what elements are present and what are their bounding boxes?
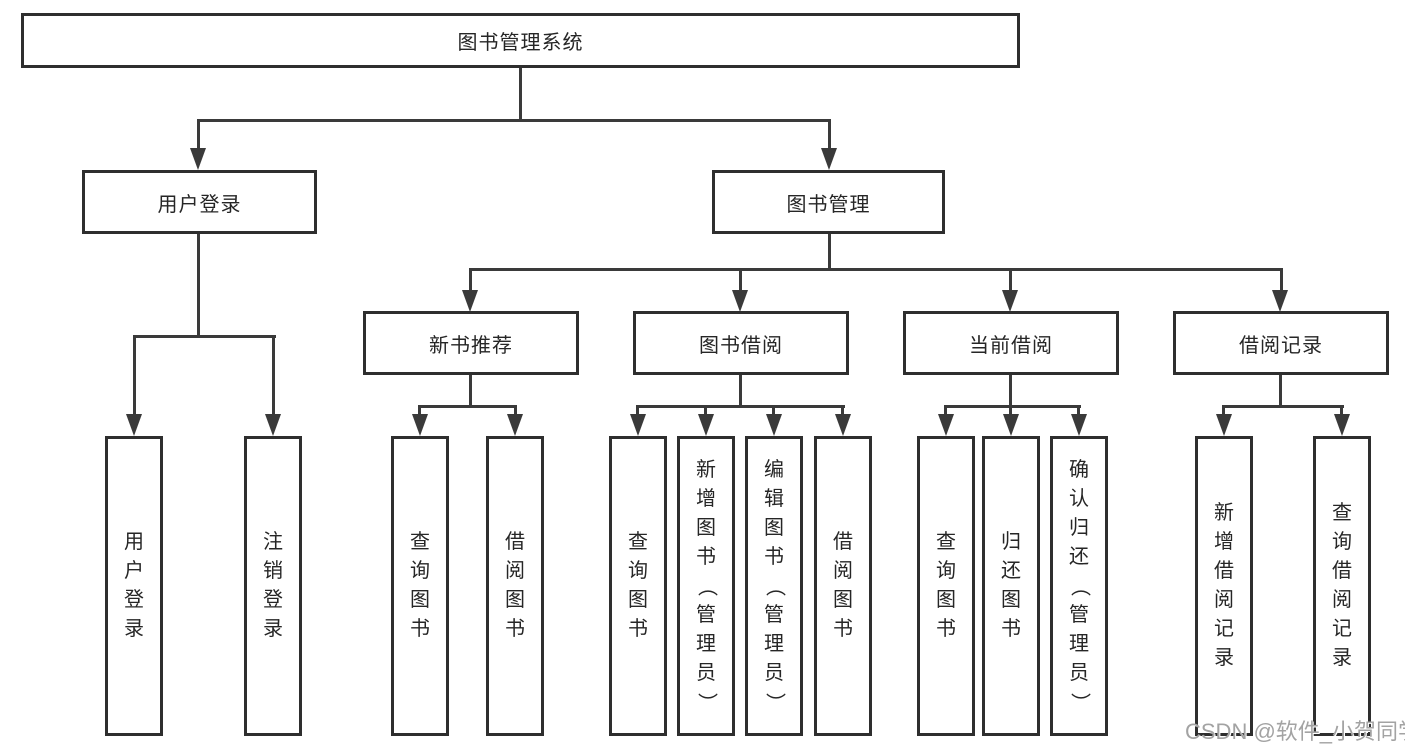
connector-root-stem (519, 68, 522, 121)
user-login-node-label: 用户登录 (157, 193, 242, 216)
leaf-label: 查询借阅记录 (1332, 502, 1352, 669)
leaf-node-add-book-admin: 新增图书（管理员） (677, 436, 735, 736)
group-node-label: 借阅记录 (1239, 334, 1323, 357)
connector-user-login-shaft (197, 119, 200, 152)
connector-group1-shaft (469, 268, 472, 294)
connector-group3-hline (945, 405, 1081, 408)
root-node-label: 图书管理系统 (457, 32, 584, 54)
leaf-label: 新增图书（管理员） (695, 458, 718, 713)
connector-group4-hline (1223, 405, 1344, 408)
group-node-label: 新书推荐 (429, 334, 513, 357)
leaf-label: 编辑图书（管理员） (763, 458, 786, 713)
connector-book-branch-stem (828, 234, 831, 271)
leaf-node-return-book: 归还图书 (982, 436, 1040, 736)
new-book-recommend-node: 新书推荐 (363, 311, 579, 375)
connector-leaf-shaft (636, 405, 639, 418)
arrowhead-down-icon (698, 414, 714, 436)
csdn-watermark: CSDN @软件_小贺同学 (1185, 719, 1405, 744)
arrowhead-down-icon (507, 414, 523, 436)
connector-leaf-shaft (944, 405, 947, 418)
arrowhead-down-icon (821, 148, 837, 170)
book-borrow-node: 图书借阅 (633, 311, 849, 375)
connector-leaf-shaft (1009, 405, 1012, 418)
connector-leaf-shaft (841, 405, 844, 418)
connector-group2-hline (637, 405, 845, 408)
arrowhead-down-icon (732, 290, 748, 312)
arrowhead-down-icon (462, 290, 478, 312)
connector-group2-stem (739, 375, 742, 408)
book-management-node: 图书管理 (712, 170, 945, 234)
arrowhead-down-icon (1071, 414, 1087, 436)
current-borrow-node: 当前借阅 (903, 311, 1119, 375)
leaf-node-query-book: 查询图书 (609, 436, 667, 736)
leaf-label: 借阅图书 (833, 531, 853, 640)
leaf-node-query-book: 查询图书 (917, 436, 975, 736)
leaf-label: 查询图书 (628, 531, 648, 640)
arrowhead-down-icon (1272, 290, 1288, 312)
arrowhead-down-icon (630, 414, 646, 436)
book-management-node-label: 图书管理 (786, 193, 871, 216)
connector-book-mgmt-shaft (828, 119, 831, 152)
arrowhead-down-icon (766, 414, 782, 436)
leaf-label: 查询图书 (410, 531, 430, 640)
arrowhead-down-icon (835, 414, 851, 436)
leaf-node-add-borrow-record: 新增借阅记录 (1195, 436, 1253, 736)
leaf-node-query-borrow-record: 查询借阅记录 (1313, 436, 1371, 736)
connector-leaf-shaft (1077, 405, 1080, 418)
connector-leaf-shaft (514, 405, 517, 418)
connector-leaf-shaft (772, 405, 775, 418)
arrowhead-down-icon (1002, 290, 1018, 312)
connector-user-branch-hline (133, 335, 276, 338)
connector-leaf-shaft (1222, 405, 1225, 418)
leaf-label: 注销登录 (263, 531, 283, 640)
arrowhead-down-icon (265, 414, 281, 436)
leaf-node-confirm-return-admin: 确认归还（管理员） (1050, 436, 1108, 736)
leaf-label: 新增借阅记录 (1214, 502, 1234, 669)
leaf-node-logout: 注销登录 (244, 436, 302, 736)
root-node: 图书管理系统 (21, 13, 1020, 68)
connector-group1-hline (419, 405, 517, 408)
leaf-node-query-book: 查询图书 (391, 436, 449, 736)
leaf-node-borrow-book: 借阅图书 (814, 436, 872, 736)
group-node-label: 当前借阅 (969, 334, 1053, 357)
leaf-label: 确认归还（管理员） (1068, 458, 1091, 713)
leaf-node-borrow-book: 借阅图书 (486, 436, 544, 736)
connector-logout-leaf-shaft (272, 335, 275, 420)
arrowhead-down-icon (190, 148, 206, 170)
arrowhead-down-icon (938, 414, 954, 436)
connector-login-leaf-shaft (133, 335, 136, 420)
connector-group2-shaft (739, 268, 742, 294)
leaf-label: 查询图书 (936, 531, 956, 640)
connector-level3-hline (469, 268, 1283, 271)
leaf-node-user-login: 用户登录 (105, 436, 163, 736)
leaf-label: 归还图书 (1001, 531, 1021, 640)
group-node-label: 图书借阅 (699, 334, 783, 357)
connector-group3-stem (1009, 375, 1012, 408)
connector-level2-hline (197, 119, 831, 122)
arrowhead-down-icon (1334, 414, 1350, 436)
connector-group3-shaft (1009, 268, 1012, 294)
borrow-record-node: 借阅记录 (1173, 311, 1389, 375)
connector-group4-stem (1279, 375, 1282, 408)
connector-leaf-shaft (704, 405, 707, 418)
leaf-node-edit-book-admin: 编辑图书（管理员） (745, 436, 803, 736)
arrowhead-down-icon (1003, 414, 1019, 436)
user-login-node: 用户登录 (82, 170, 317, 234)
arrowhead-down-icon (1216, 414, 1232, 436)
connector-leaf-shaft (1340, 405, 1343, 418)
leaf-label: 用户登录 (124, 531, 144, 640)
connector-group4-shaft (1280, 268, 1283, 294)
connector-user-branch-stem (197, 234, 200, 338)
connector-group1-stem (469, 375, 472, 408)
connector-leaf-shaft (418, 405, 421, 418)
arrowhead-down-icon (412, 414, 428, 436)
leaf-label: 借阅图书 (505, 531, 525, 640)
arrowhead-down-icon (126, 414, 142, 436)
